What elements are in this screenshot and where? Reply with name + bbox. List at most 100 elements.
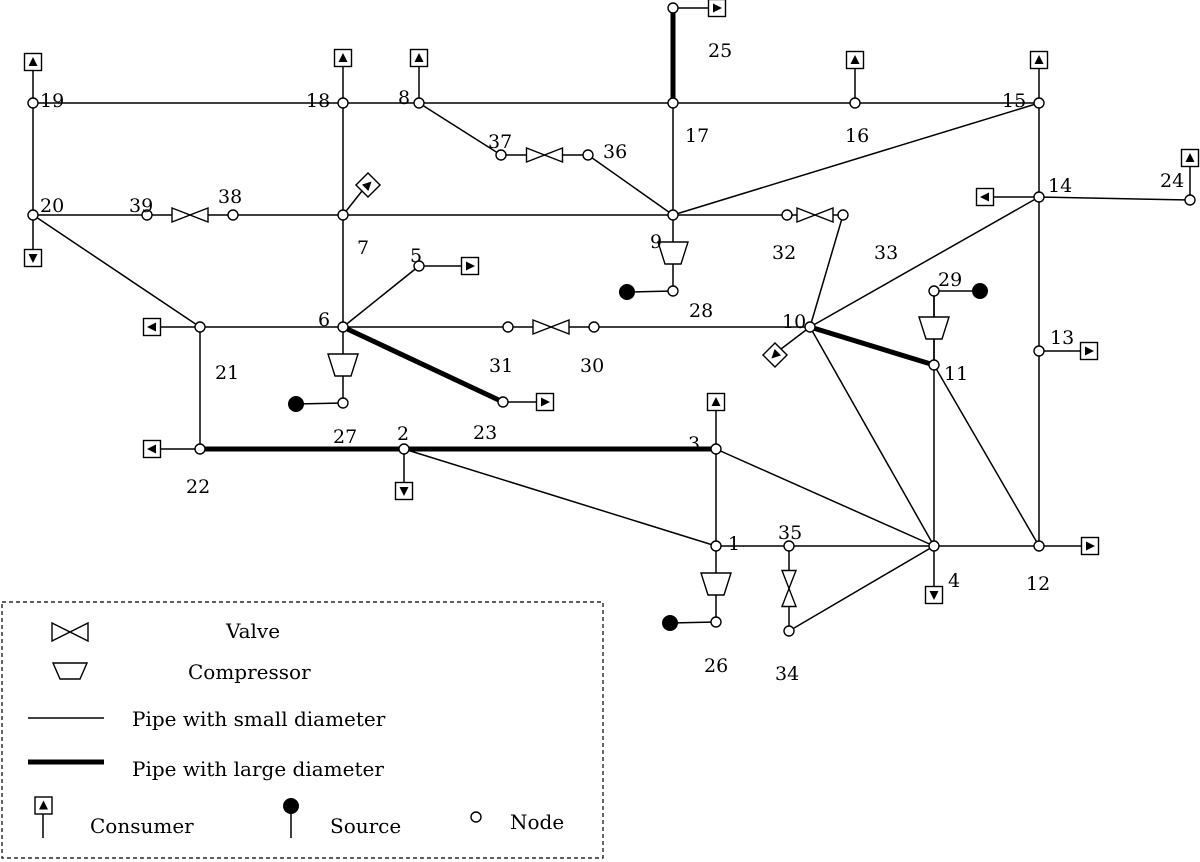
- node-16: [849, 97, 861, 109]
- consumer-5-arrow: [466, 261, 475, 271]
- consumer-7: [354, 171, 382, 199]
- legend-valve-label: Valve: [225, 619, 280, 643]
- small-pipe-11-12: [933, 364, 1040, 547]
- compressor-6-27-body: [327, 353, 359, 377]
- legend-small-pipe-label: Pipe with small diameter: [132, 707, 386, 731]
- node-36: [582, 149, 594, 161]
- compressor-icon-body: [51, 662, 89, 680]
- consumer-15-arrow: [1034, 55, 1044, 64]
- source-28-dot: [619, 284, 635, 300]
- compressor-29-11-body: [918, 316, 950, 340]
- node-3: [710, 443, 722, 455]
- valve-39-38-wing-a: [171, 206, 192, 224]
- node-label-19: 19: [40, 90, 64, 112]
- node-29: [928, 285, 940, 297]
- consumer-10-line: [780, 326, 811, 350]
- node-label-31: 31: [489, 355, 513, 377]
- valve-35-34: [780, 546, 798, 631]
- consumer-13-arrow: [1085, 346, 1094, 356]
- valve-icon-wing-b: [68, 621, 89, 643]
- node-12: [1033, 540, 1045, 552]
- small-pipe-9-15: [672, 102, 1040, 216]
- valve-32-33-wing-a: [796, 206, 817, 224]
- consumer-8-arrow: [414, 53, 424, 62]
- node-label-27: 27: [333, 426, 357, 448]
- node-label-24: 24: [1160, 170, 1184, 192]
- compressor-9-28: [657, 215, 689, 291]
- consumers-layer: [23, 0, 1200, 605]
- consumer-8: [409, 48, 429, 68]
- node-4: [928, 540, 940, 552]
- node-34: [783, 625, 795, 637]
- node-label-32: 32: [772, 242, 796, 264]
- node-9: [667, 209, 679, 221]
- nodes-layer: [27, 2, 1196, 637]
- small-pipe-36-9: [587, 154, 674, 216]
- node-label-33: 33: [874, 242, 898, 264]
- small-pipe-33-10: [809, 214, 844, 328]
- node-label-12: 12: [1026, 573, 1050, 595]
- consumer-21: [142, 317, 162, 337]
- node-26: [710, 616, 722, 628]
- consumer-19: [23, 52, 43, 72]
- node-25: [667, 2, 679, 14]
- node-13: [1033, 345, 1045, 357]
- node-icon: [470, 811, 482, 823]
- legend-consumer-label: Consumer: [90, 814, 194, 838]
- node-28: [667, 285, 679, 297]
- small-pipe-14-10: [809, 196, 1040, 328]
- valve-32-33: [787, 206, 843, 224]
- valve-37-36-wing-a: [525, 146, 547, 164]
- node-label-23: 23: [473, 422, 497, 444]
- node-1: [710, 540, 722, 552]
- node-label-1: 1: [728, 533, 740, 555]
- node-label-29: 29: [938, 269, 962, 291]
- small-pipe-3-4: [715, 448, 935, 547]
- valve-37-36-wing-b: [542, 146, 564, 164]
- node-label-18: 18: [306, 90, 330, 112]
- source-icon-dot: [283, 798, 299, 814]
- consumer-22: [142, 439, 162, 459]
- legend-compressor-label: Compressor: [188, 660, 311, 684]
- small-pipe-2-1: [403, 448, 717, 547]
- node-label-2: 2: [397, 423, 409, 445]
- compressor-1-26: [700, 546, 732, 622]
- small-pipe-14-24: [1038, 196, 1191, 201]
- node-30: [588, 321, 600, 333]
- node-19: [27, 97, 39, 109]
- node-35: [783, 540, 795, 552]
- node-11: [928, 359, 940, 371]
- consumer-24-arrow: [1185, 153, 1195, 162]
- consumer-20-arrow: [28, 254, 38, 263]
- legend: Valve Compressor Pipe with small diamete…: [1, 601, 604, 859]
- node-17: [667, 97, 679, 109]
- large-pipe-6-23: [341, 324, 505, 405]
- valve-35-34-wing-a: [780, 569, 798, 591]
- node-label-38: 38: [218, 186, 242, 208]
- node-2: [398, 443, 410, 455]
- consumer-5: [460, 256, 480, 276]
- node-22: [194, 443, 206, 455]
- node-label-36: 36: [603, 141, 627, 163]
- consumer-13: [1079, 341, 1099, 361]
- consumer-12: [1080, 536, 1100, 556]
- legend-large-pipe-label: Pipe with large diameter: [132, 757, 384, 781]
- valve-35-34-wing-b: [780, 586, 798, 608]
- node-39: [141, 209, 153, 221]
- consumer-23-arrow: [541, 397, 550, 407]
- node-6: [337, 321, 349, 333]
- consumer-15: [1029, 50, 1049, 70]
- node-label-5: 5: [410, 245, 422, 267]
- node-label-26: 26: [704, 655, 728, 677]
- consumer-12-arrow: [1086, 541, 1095, 551]
- valve-31-30-wing-b: [549, 318, 570, 336]
- consumer-2: [394, 481, 414, 501]
- valve-39-38-wing-b: [188, 206, 209, 224]
- valve-icon-wing-a: [51, 621, 72, 643]
- compressor-9-28-body: [657, 241, 689, 265]
- node-label-39: 39: [129, 195, 153, 217]
- node-21: [194, 321, 206, 333]
- node-5: [413, 260, 425, 272]
- consumer-icon: [34, 796, 53, 838]
- valve-39-38: [147, 206, 233, 224]
